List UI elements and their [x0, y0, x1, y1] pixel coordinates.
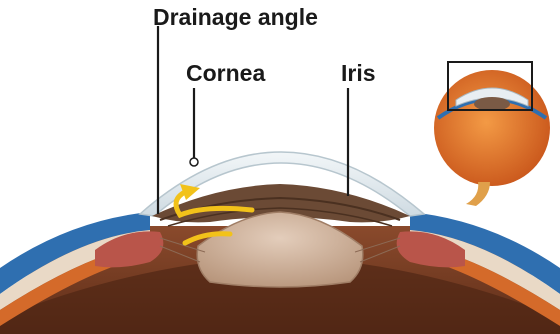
cornea-label: Cornea — [186, 62, 265, 85]
drainage-angle-label: Drainage angle — [153, 6, 318, 29]
iris-label: Iris — [341, 62, 376, 85]
lens — [197, 212, 363, 287]
cornea-pointer-dot — [190, 158, 198, 166]
eyeball-inset-icon — [434, 62, 550, 206]
